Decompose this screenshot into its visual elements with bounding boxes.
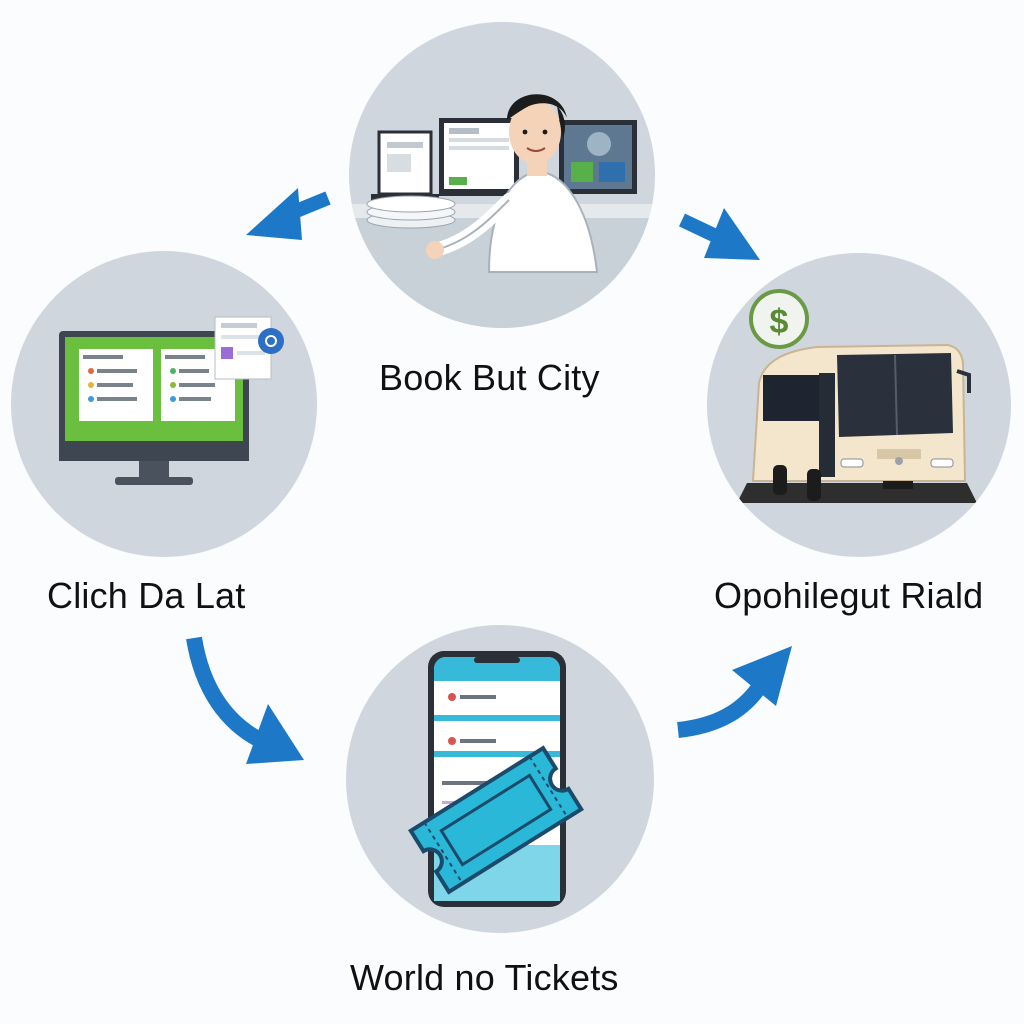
step-desktop-label: Clich Da Lat [47,575,246,616]
step-desktop-circle [11,251,317,557]
arrow-left-down [186,636,304,764]
arrow-bottom-right [677,646,792,738]
person-at-computer-icon [349,94,655,328]
arrow-top-left [246,188,331,240]
smartphone-ticket-icon [408,651,584,907]
step-bus-label: Opohilegut Riald [714,575,984,616]
desktop-computer-icon [59,316,284,485]
dollar-badge-text: $ [770,303,789,341]
bus-icon: $ [737,289,977,503]
step-agent-desk-circle [349,22,655,328]
dollar-icon [749,289,809,349]
step-agent-desk-label: Book But City [379,357,600,398]
step-bus-circle: $ [707,253,1011,557]
step-phone-label: World no Tickets [350,957,619,998]
arrow-top-right [679,208,760,260]
step-phone-circle [346,625,654,933]
